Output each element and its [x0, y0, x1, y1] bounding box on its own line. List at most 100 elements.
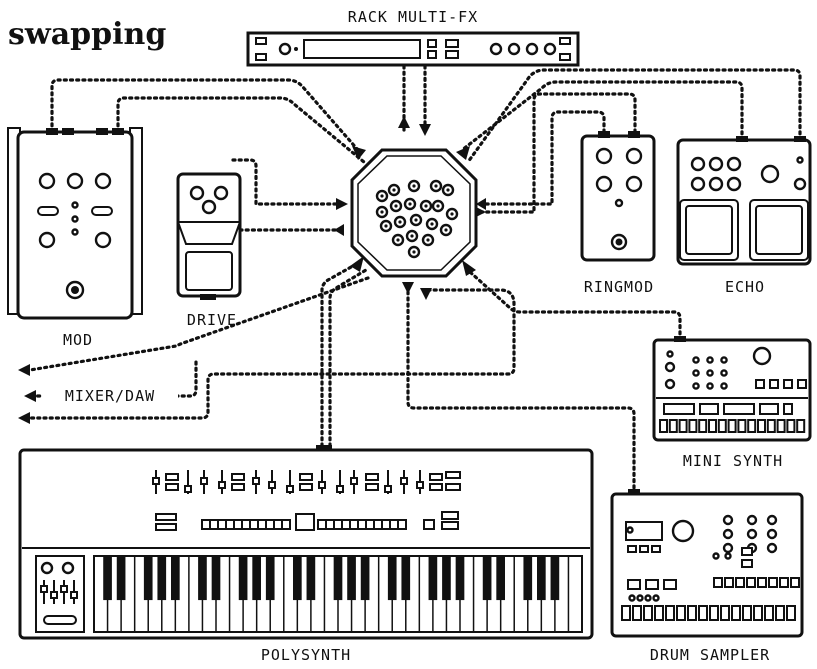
- drive-label: DRIVE: [187, 311, 237, 329]
- drum-sampler-step: [746, 577, 756, 588]
- poly-step: [381, 519, 391, 530]
- poly-step: [333, 519, 343, 530]
- drum-sampler-pad: [709, 605, 719, 621]
- mini-synth-dot: [692, 356, 700, 364]
- poly-step: [201, 519, 211, 530]
- drum-sampler-step: [735, 577, 745, 588]
- poly-display: [295, 513, 315, 531]
- black-key: [401, 556, 411, 601]
- poly-step: [273, 519, 283, 530]
- poly-step: [225, 519, 235, 530]
- poly-fader-cap: [400, 477, 408, 485]
- black-key: [170, 556, 180, 601]
- poly-button: [231, 483, 245, 491]
- drum-sampler: DRUM SAMPLER: [610, 489, 804, 664]
- poly-button: [445, 471, 461, 479]
- drum-sampler-button: [741, 559, 753, 568]
- poly-step: [249, 519, 259, 530]
- mini-synth-pad: [737, 419, 747, 433]
- drum-sampler-step: [790, 577, 800, 588]
- mini-synth-pad: [663, 403, 695, 415]
- mod-pedal: MOD: [7, 127, 143, 349]
- drum-sampler-knob: [746, 514, 758, 526]
- poly-step: [209, 519, 219, 530]
- black-key: [198, 556, 207, 601]
- poly-fader-cap: [218, 481, 226, 489]
- mixer-label: MIXER/DAW: [65, 387, 155, 405]
- black-key: [455, 556, 465, 601]
- black-key: [482, 556, 492, 601]
- mini-synth-dot: [692, 369, 700, 377]
- mini-synth-pad: [776, 419, 786, 433]
- poly-button: [365, 483, 379, 491]
- poly-step: [281, 519, 291, 530]
- black-key: [347, 556, 356, 601]
- mini-synth-pad: [796, 419, 806, 433]
- drum-sampler-step: [724, 577, 734, 588]
- poly-fader-cap: [286, 485, 294, 493]
- poly-button: [429, 483, 443, 491]
- drum-sampler-pad: [764, 605, 774, 621]
- mod-label: MOD: [63, 331, 93, 349]
- ringmod-label: RINGMOD: [584, 278, 654, 296]
- mini-synth: MINI SYNTH: [652, 336, 812, 470]
- poly-step: [389, 519, 399, 530]
- ringmod-pedal: RINGMOD: [580, 131, 656, 296]
- mini-synth-pad: [678, 419, 688, 433]
- drum-sampler-pad: [786, 605, 796, 621]
- poly-fader-cap: [416, 481, 424, 489]
- mini-synth-dot: [706, 382, 714, 390]
- black-key: [360, 556, 370, 601]
- drum-sampler-knob: [766, 542, 778, 554]
- mini-synth-pad: [783, 403, 793, 415]
- echo-label: ECHO: [725, 278, 765, 296]
- mini-synth-pad: [659, 419, 668, 433]
- poly-step: [341, 519, 351, 530]
- drum-sampler-knob: [766, 528, 778, 540]
- mini-synth-pad: [723, 403, 755, 415]
- drum-sampler-pad: [731, 605, 741, 621]
- mini-synth-dot: [720, 356, 728, 364]
- poly-button: [423, 519, 435, 530]
- mini-synth-dot: [706, 369, 714, 377]
- poly-button: [365, 473, 379, 481]
- mini-synth-pad: [757, 419, 766, 433]
- poly-fader-cap: [268, 481, 276, 489]
- poly-fader-cap: [200, 477, 208, 485]
- poly-step: [397, 519, 407, 530]
- drum-sampler-pad: [687, 605, 697, 621]
- black-key: [523, 556, 533, 601]
- poly-fader-cap: [384, 485, 392, 493]
- mini-synth-dot: [720, 369, 728, 377]
- mini-synth-pad: [708, 419, 717, 433]
- black-key: [387, 556, 397, 601]
- mini-synth-dot: [706, 356, 714, 364]
- poly-step: [365, 519, 375, 530]
- black-key: [442, 556, 451, 601]
- poly-fader-cap: [350, 477, 358, 485]
- patch-cables: [28, 64, 802, 496]
- poly-fader-cap: [184, 485, 192, 493]
- mini-synth-label: MINI SYNTH: [683, 452, 783, 470]
- mini-synth-dot: [692, 382, 700, 390]
- drum-sampler-button: [741, 547, 753, 556]
- mini-synth-pad: [668, 419, 678, 433]
- drum-sampler-pad: [742, 605, 752, 621]
- black-key: [333, 556, 343, 601]
- black-key: [496, 556, 506, 601]
- black-key: [211, 556, 221, 601]
- black-key: [550, 556, 560, 601]
- poly-button: [165, 483, 179, 491]
- poly-button: [155, 523, 177, 531]
- drum-sampler-pad: [654, 605, 664, 621]
- poly-step: [241, 519, 251, 530]
- poly-button: [441, 521, 459, 530]
- diagram-title: swapping: [8, 17, 166, 52]
- poly-fader-cap: [318, 481, 326, 489]
- mini-synth-pad: [759, 403, 779, 415]
- poly-step: [233, 519, 243, 530]
- drum-sampler-pad: [632, 605, 642, 621]
- poly-button: [445, 483, 461, 491]
- mini-synth-pad: [688, 419, 698, 433]
